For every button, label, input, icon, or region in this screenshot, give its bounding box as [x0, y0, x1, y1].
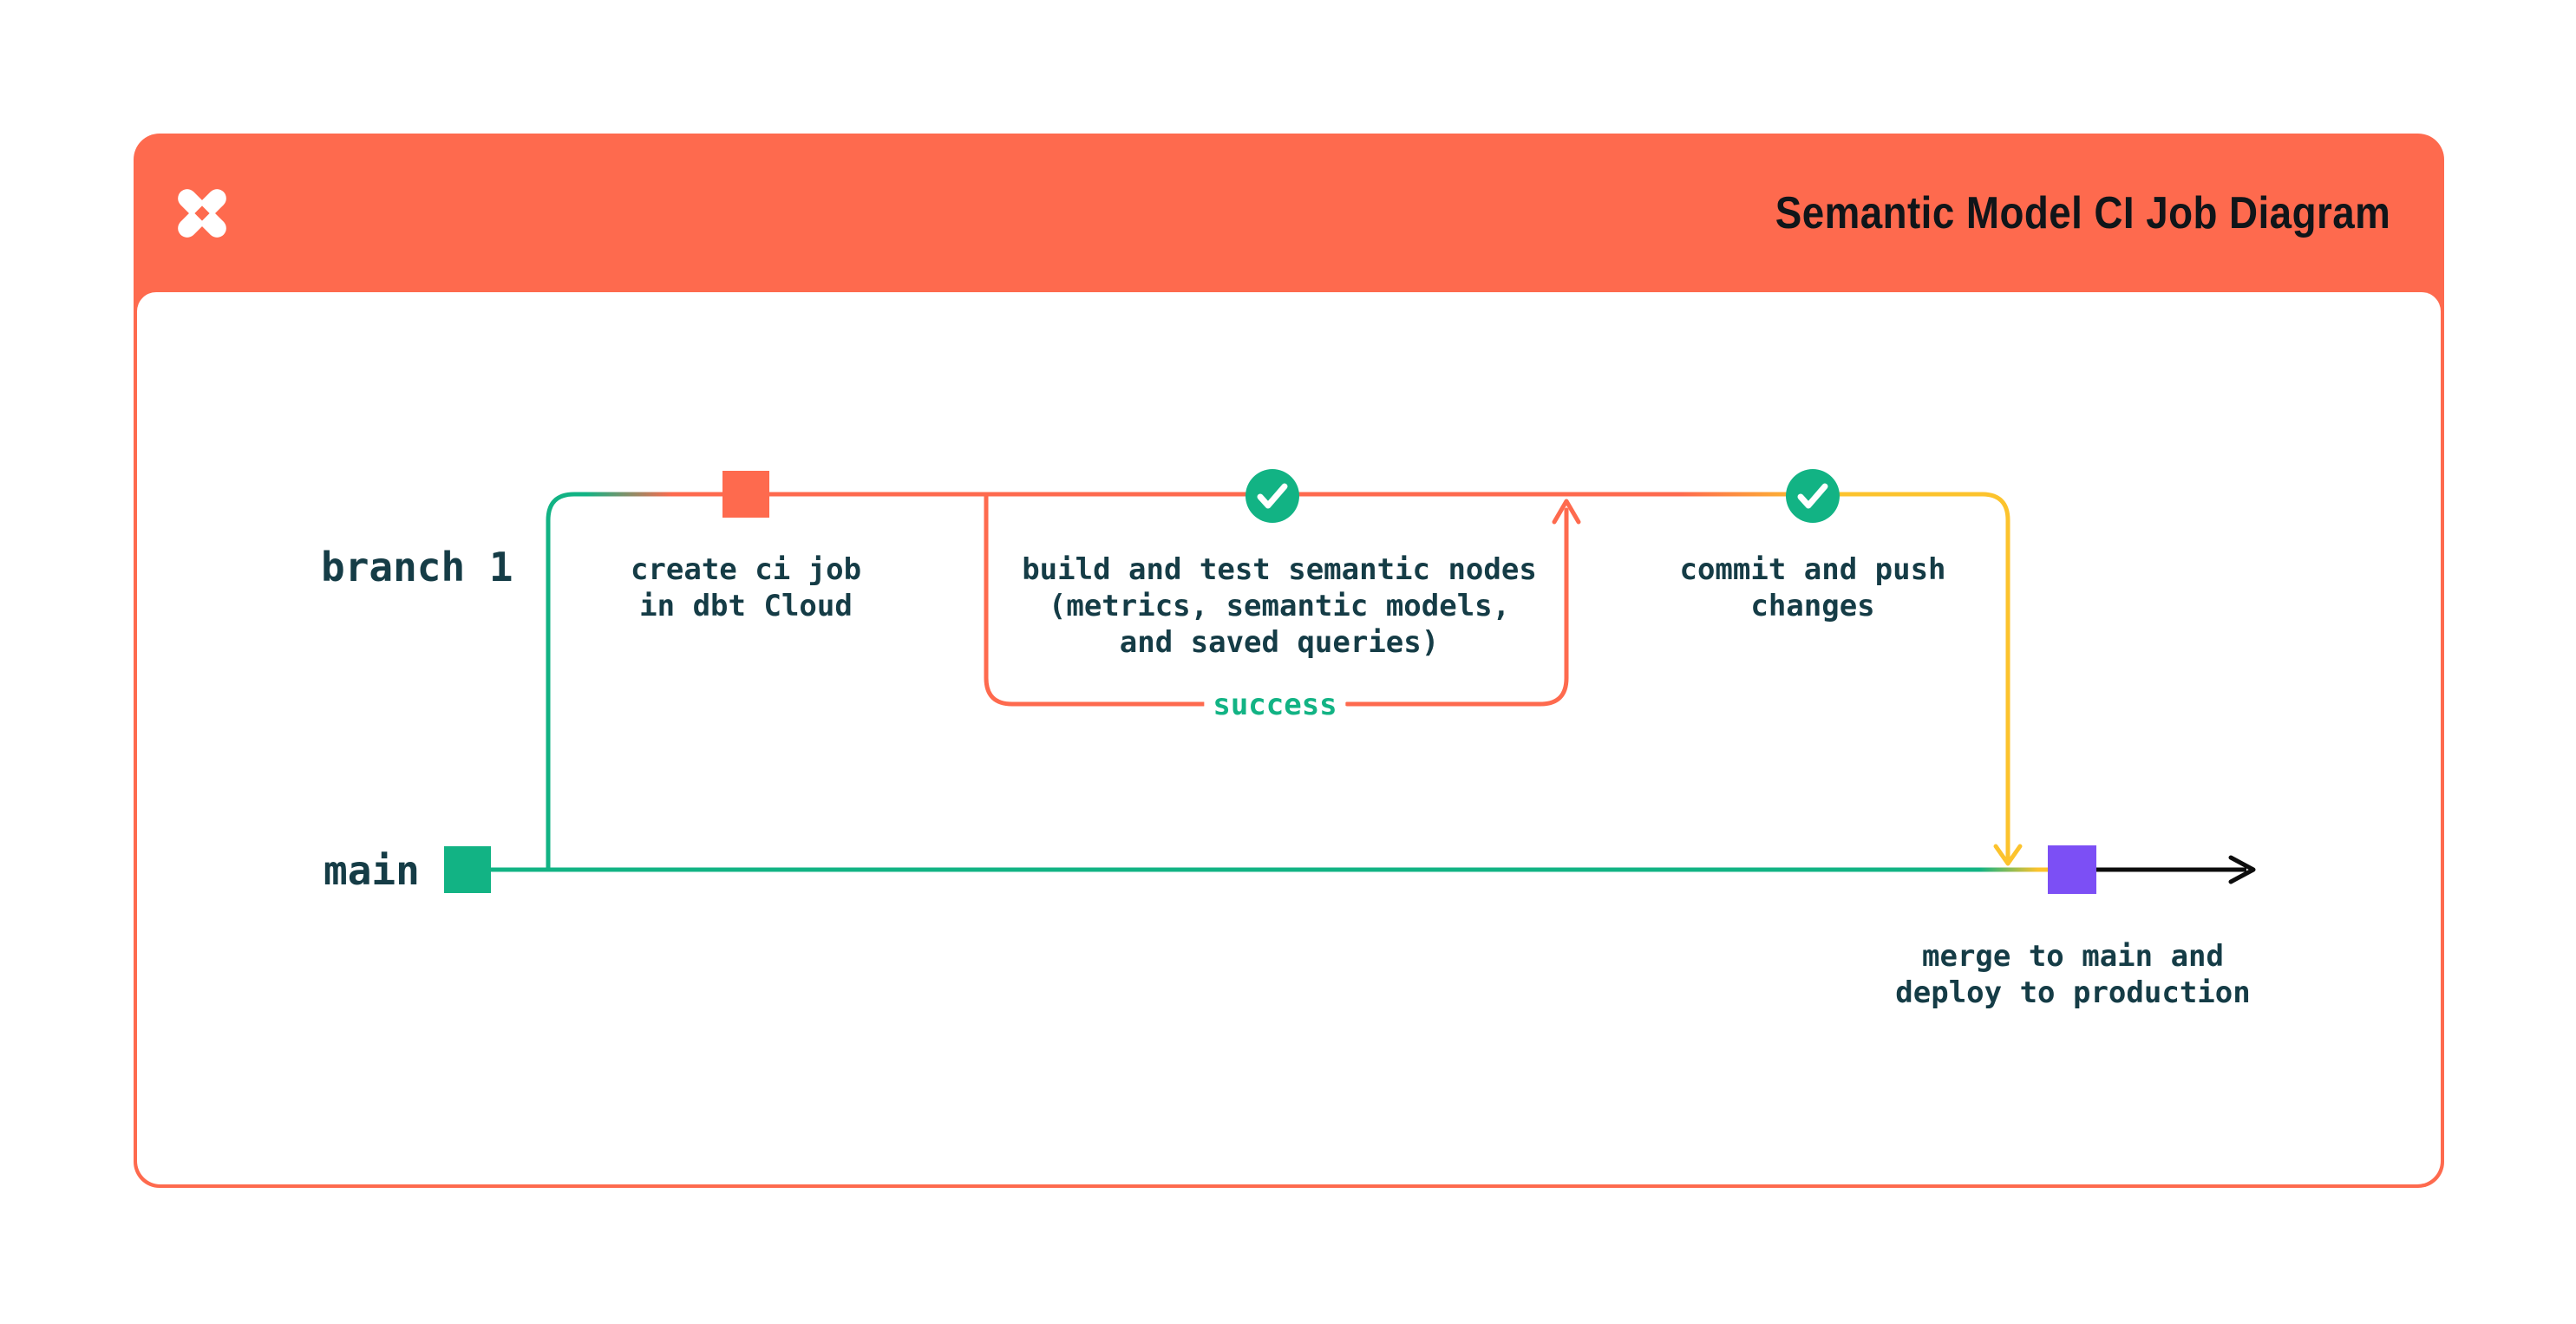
page-title: Semantic Model CI Job Diagram	[1775, 187, 2390, 238]
merge-commit-square-icon	[2048, 845, 2096, 894]
build-test-check-icon	[1246, 469, 1299, 523]
branch1-label: branch 1	[321, 544, 513, 590]
production-arrowhead-icon	[2228, 855, 2256, 884]
success-loop-arrowhead-icon	[1552, 499, 1581, 525]
main-commit-square-icon	[444, 846, 491, 893]
success-label: success	[1204, 685, 1346, 725]
node-caption-merge-deploy: merge to main and deploy to production	[1895, 939, 2251, 1010]
commit-push-check-icon	[1786, 469, 1840, 523]
dbt-logo-icon	[178, 188, 226, 238]
node-caption-build-test: build and test semantic nodes (metrics, …	[1022, 552, 1537, 660]
success-loop-line	[984, 493, 1569, 707]
card-body	[137, 292, 2441, 1184]
node-caption-create-ci: create ci job in dbt Cloud	[630, 552, 862, 623]
diagram-card: Semantic Model CI Job Diagram	[134, 134, 2444, 1188]
branch1-line	[546, 492, 2010, 870]
main-label: main	[324, 847, 420, 894]
merge-down-arrowhead-icon	[1993, 844, 2023, 866]
node-caption-commit-push: commit and push changes	[1679, 552, 1946, 623]
create-ci-commit-square-icon	[722, 471, 769, 518]
card-header: Semantic Model CI Job Diagram	[134, 134, 2444, 292]
